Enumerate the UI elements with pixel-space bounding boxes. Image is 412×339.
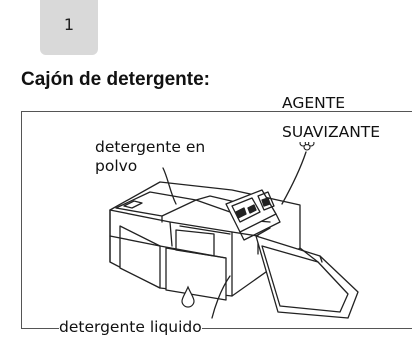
powder-detergent-label-line1: detergente en: [95, 138, 206, 157]
softener-label-line2: SUAVIZANTE: [282, 123, 381, 142]
drawer-front-flap: [255, 227, 359, 319]
step-number-badge: 1: [40, 0, 98, 55]
illustration-frame: [21, 111, 412, 329]
powder-detergent-label-line2: polvo: [95, 157, 138, 176]
section-heading: Cajón de detergente:: [21, 69, 210, 90]
droplet-icon: [181, 285, 195, 308]
softener-label-line1: AGENTE: [282, 94, 345, 112]
softener-insert: [225, 189, 281, 241]
liquid-detergent-label: detergente liquido: [59, 318, 202, 337]
step-number: 1: [63, 15, 75, 34]
powder-leader-line: [162, 167, 177, 205]
liquid-leader-line: [211, 275, 231, 319]
softener-leader-line: [281, 151, 307, 205]
